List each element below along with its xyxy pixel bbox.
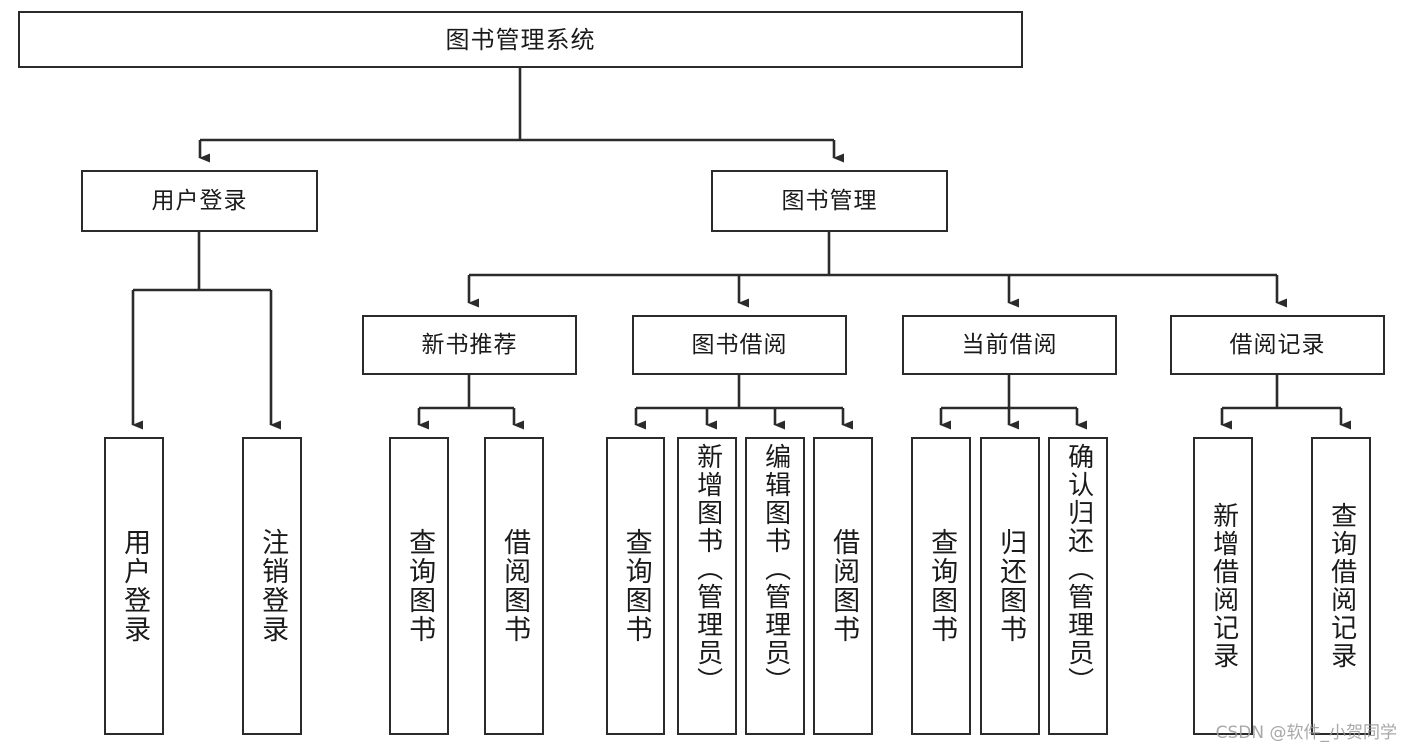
leaf-nr-query-book-label: 查询图书 (404, 528, 436, 644)
leaf-user-login[interactable]: 用户登录 (104, 437, 164, 735)
node-borrow-record-label: 借阅记录 (1229, 331, 1326, 358)
node-current-borrow-label: 当前借阅 (961, 331, 1058, 358)
leaf-user-logout-label: 注销登录 (257, 528, 289, 644)
leaf-bb-borrow-book[interactable]: 借阅图书 (813, 437, 873, 735)
leaf-nr-borrow-book-label: 借阅图书 (499, 528, 531, 644)
leaf-bb-add-book-admin[interactable]: 新增图书（管理员） (677, 437, 737, 735)
leaf-nr-query-book[interactable]: 查询图书 (389, 437, 449, 735)
leaf-bb-add-book-admin-label: 新增图书（管理员） (692, 443, 723, 695)
node-book-management[interactable]: 图书管理 (711, 170, 948, 232)
leaf-bb-edit-book-admin-label: 编辑图书（管理员） (760, 443, 791, 695)
leaf-cb-query-book-label: 查询图书 (926, 528, 958, 644)
leaf-user-logout[interactable]: 注销登录 (242, 437, 302, 735)
leaf-nr-borrow-book[interactable]: 借阅图书 (484, 437, 544, 735)
leaf-bl-query-record-label: 查询借阅记录 (1326, 502, 1357, 670)
node-root[interactable]: 图书管理系统 (18, 11, 1023, 68)
node-book-borrow[interactable]: 图书借阅 (632, 315, 847, 375)
node-user-login[interactable]: 用户登录 (81, 170, 318, 232)
leaf-user-login-label: 用户登录 (119, 528, 151, 644)
node-new-book-recommend-label: 新书推荐 (421, 331, 518, 358)
leaf-bl-query-record[interactable]: 查询借阅记录 (1311, 437, 1371, 735)
node-current-borrow[interactable]: 当前借阅 (902, 315, 1117, 375)
node-book-management-label: 图书管理 (781, 187, 878, 214)
leaf-bb-borrow-book-label: 借阅图书 (828, 528, 860, 644)
leaf-cb-confirm-return-admin-label: 确认归还（管理员） (1063, 443, 1094, 695)
node-book-borrow-label: 图书借阅 (691, 331, 788, 358)
leaf-bb-query-book-label: 查询图书 (620, 528, 652, 644)
node-user-login-label: 用户登录 (151, 187, 248, 214)
leaf-bl-add-record[interactable]: 新增借阅记录 (1193, 437, 1253, 735)
leaf-bb-edit-book-admin[interactable]: 编辑图书（管理员） (745, 437, 805, 735)
node-root-label: 图书管理系统 (445, 25, 596, 54)
leaf-bl-add-record-label: 新增借阅记录 (1208, 502, 1239, 670)
node-borrow-record[interactable]: 借阅记录 (1170, 315, 1385, 375)
leaf-cb-query-book[interactable]: 查询图书 (911, 437, 971, 735)
leaf-cb-return-book[interactable]: 归还图书 (980, 437, 1040, 735)
node-new-book-recommend[interactable]: 新书推荐 (362, 315, 577, 375)
leaf-cb-return-book-label: 归还图书 (995, 528, 1027, 644)
leaf-bb-query-book[interactable]: 查询图书 (606, 437, 665, 735)
leaf-cb-confirm-return-admin[interactable]: 确认归还（管理员） (1048, 437, 1108, 735)
